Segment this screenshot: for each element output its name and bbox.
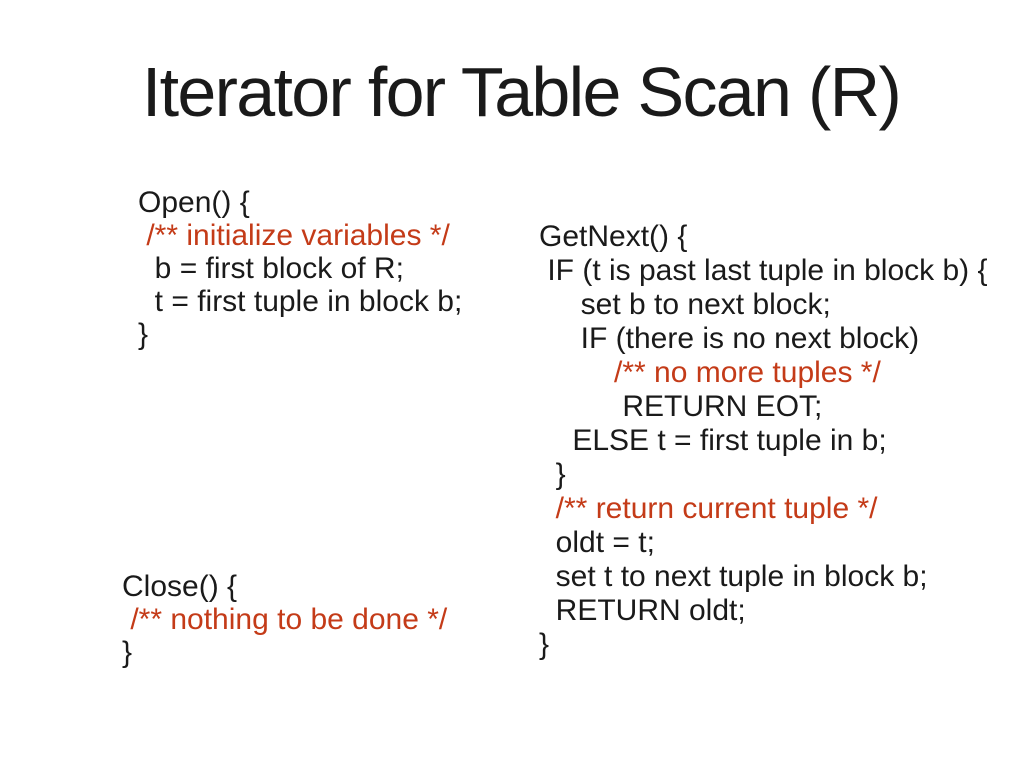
code-line: }	[539, 458, 566, 491]
code-line: set b to next block;	[539, 288, 831, 321]
code-line: RETURN oldt;	[539, 594, 746, 627]
code-line: set t to next tuple in block b;	[539, 560, 928, 593]
code-line: Close() {	[122, 570, 238, 603]
code-comment-line: /** return current tuple */	[539, 492, 878, 525]
code-comment-line: /** initialize variables */	[138, 219, 450, 252]
code-line: IF (t is past last tuple in block b) {	[539, 254, 988, 287]
code-line: IF (there is no next block)	[539, 322, 920, 355]
code-line: }	[122, 636, 133, 669]
code-comment-line: /** no more tuples */	[539, 356, 881, 389]
code-line: b = first block of R;	[138, 252, 404, 285]
code-line: Open() {	[138, 186, 250, 219]
code-block-open-function: Open() { /** initialize variables */ b =…	[138, 186, 462, 351]
code-line: GetNext() {	[539, 220, 688, 253]
slide-title: Iterator for Table Scan (R)	[141, 53, 902, 131]
code-comment-line: /** nothing to be done */	[122, 603, 448, 636]
code-line: t = first tuple in block b;	[138, 285, 463, 318]
code-line: ELSE t = first tuple in b;	[539, 424, 887, 457]
code-line: RETURN EOT;	[539, 390, 823, 423]
code-line: }	[539, 628, 550, 661]
code-line: }	[138, 318, 149, 351]
code-line: oldt = t;	[539, 526, 655, 559]
code-block-close-function: Close() { /** nothing to be done */}	[122, 570, 447, 669]
code-block-getnext-function: GetNext() { IF (t is past last tuple in …	[539, 220, 988, 662]
